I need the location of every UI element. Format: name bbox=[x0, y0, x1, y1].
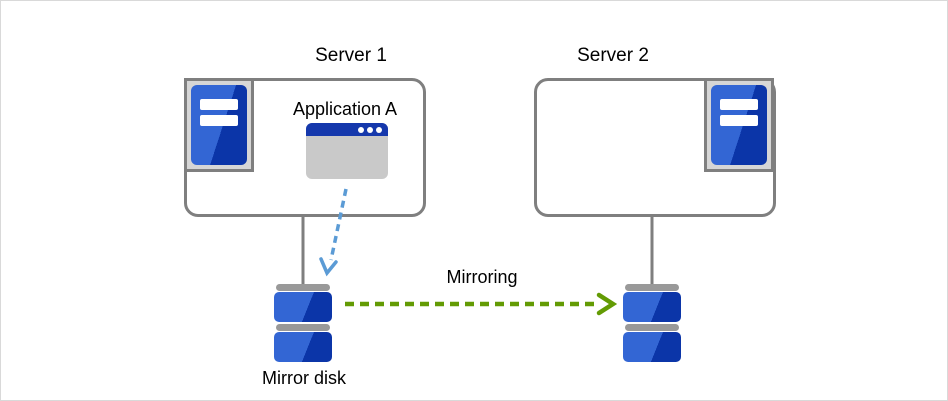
application-window-icon bbox=[306, 123, 388, 179]
window-buttons-icon bbox=[358, 127, 382, 133]
mirroring-label: Mirroring bbox=[446, 267, 518, 287]
disk-cap bbox=[276, 284, 330, 291]
disk-cap bbox=[625, 284, 679, 291]
server-tower-icon bbox=[191, 85, 247, 165]
server2-label: Server 2 bbox=[577, 45, 649, 66]
mirror-disk-source-icon bbox=[274, 284, 332, 364]
disk-platter bbox=[274, 292, 332, 322]
green-arrowhead-icon bbox=[596, 292, 618, 316]
server-tower-icon bbox=[711, 85, 767, 165]
disk-platter bbox=[623, 332, 681, 362]
tower-slot-bar bbox=[200, 115, 238, 126]
tower-slot-bar bbox=[720, 99, 758, 110]
disk-cap bbox=[276, 324, 330, 331]
server1-label: Server 1 bbox=[315, 45, 387, 66]
application-label: Application A bbox=[292, 99, 398, 119]
disk-platter bbox=[274, 332, 332, 362]
tower-slot-bar bbox=[720, 115, 758, 126]
disk-platter bbox=[623, 292, 681, 322]
mirror-disk-label: Mirror disk bbox=[262, 368, 346, 388]
mirror-disk-target-icon bbox=[623, 284, 681, 364]
server1-icon-frame bbox=[184, 78, 254, 172]
window-titlebar bbox=[306, 123, 388, 136]
server2-icon-frame bbox=[704, 78, 774, 172]
blue-arrowhead-icon bbox=[319, 257, 338, 277]
tower-slot-bar bbox=[200, 99, 238, 110]
disk-cap bbox=[625, 324, 679, 331]
